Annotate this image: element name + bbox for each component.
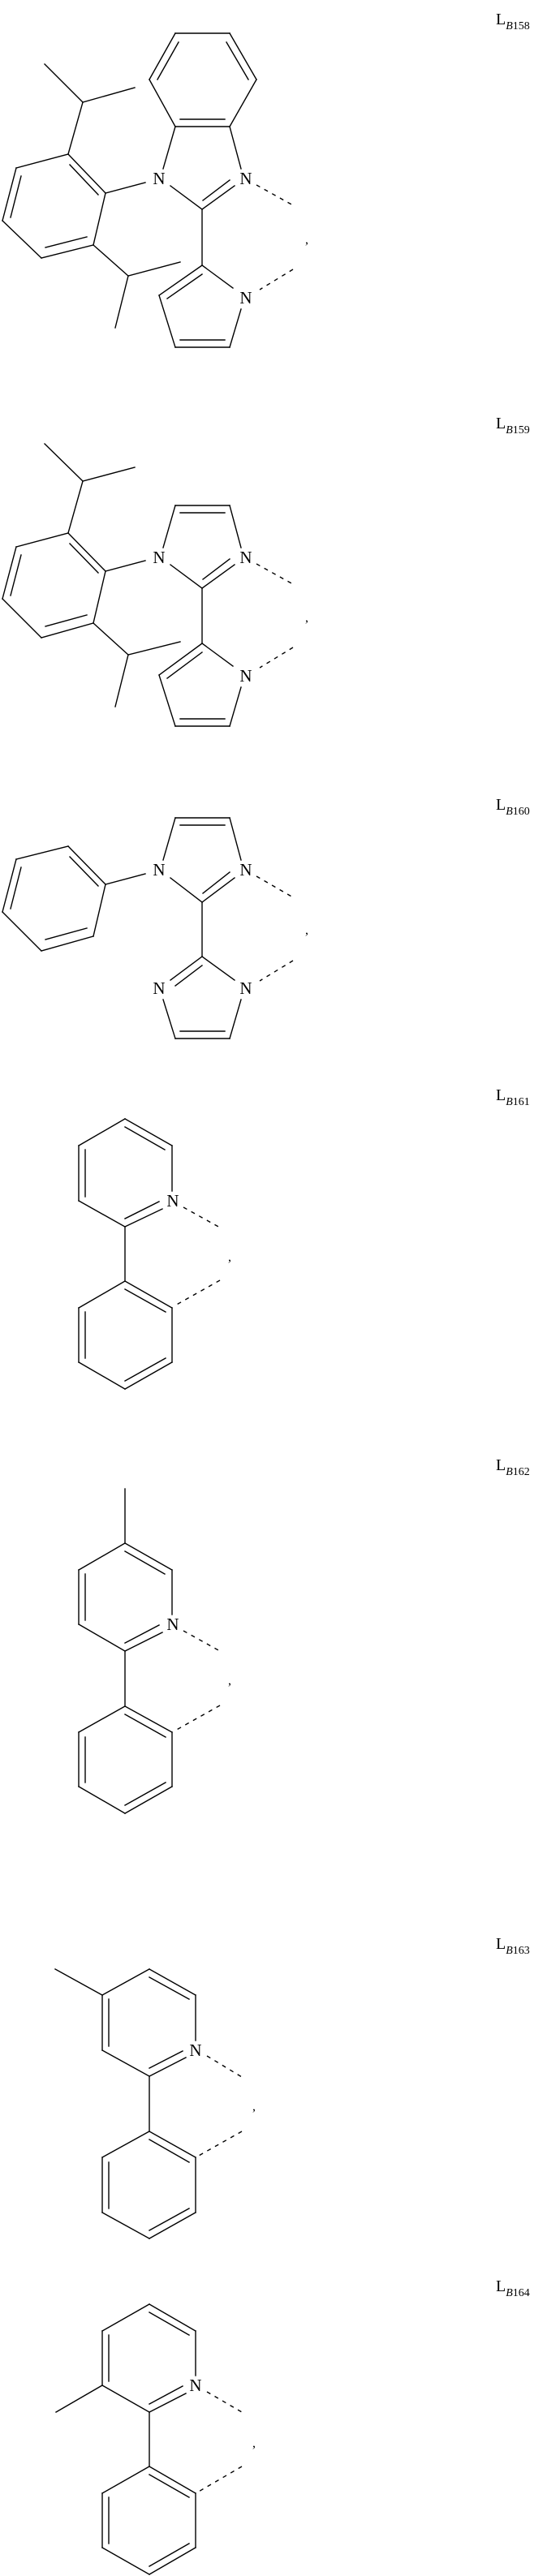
atom-n1: N xyxy=(153,169,165,188)
atom-n-left: N xyxy=(153,978,165,998)
label-subscript: B158 xyxy=(506,20,530,32)
atom-n1: N xyxy=(153,548,165,567)
ligand-label-LB164: LB164 xyxy=(496,2277,530,2299)
ligand-label-LB161: LB161 xyxy=(496,1086,530,1108)
label-subscript: B159 xyxy=(506,424,530,437)
separator-comma: , xyxy=(252,2436,256,2450)
atom-n: N xyxy=(166,1615,179,1634)
structure-LB159: N N N , xyxy=(2,443,308,727)
label-main: L xyxy=(496,2277,506,2295)
separator-comma: , xyxy=(305,233,308,247)
label-main: L xyxy=(496,1935,506,1953)
separator-comma: , xyxy=(305,611,308,625)
label-main: L xyxy=(496,11,506,28)
atom-n: N xyxy=(189,2376,201,2395)
separator-comma: , xyxy=(305,923,308,937)
label-main: L xyxy=(496,415,506,432)
label-subscript: B162 xyxy=(506,1466,530,1478)
label-main: L xyxy=(496,1456,506,1474)
separator-comma: , xyxy=(228,1674,231,1688)
ligand-label-LB158: LB158 xyxy=(496,11,530,32)
ligand-label-LB160: LB160 xyxy=(496,796,530,818)
atom-n3: N xyxy=(239,860,252,879)
atom-n3: N xyxy=(239,548,252,567)
separator-comma: , xyxy=(228,1250,231,1264)
atom-n: N xyxy=(189,2041,201,2060)
label-subscript: B163 xyxy=(506,1945,530,1957)
atom-n: N xyxy=(166,1191,179,1211)
separator-comma: , xyxy=(252,2100,256,2114)
atom-n3: N xyxy=(239,169,252,188)
ligand-label-LB163: LB163 xyxy=(496,1935,530,1957)
atom-n-pyrrole: N xyxy=(239,288,252,307)
structure-LB162: N , xyxy=(78,1488,231,1814)
atom-n-right: N xyxy=(239,978,252,998)
label-main: L xyxy=(496,796,506,814)
label-main: L xyxy=(496,1086,506,1104)
label-subscript: B161 xyxy=(506,1096,530,1108)
structure-LB164: N , xyxy=(55,2303,256,2575)
atom-n1: N xyxy=(153,860,165,879)
ligand-label-LB159: LB159 xyxy=(496,415,530,437)
structure-LB160: N N N N , xyxy=(2,817,308,1039)
structure-LB158: N N N , xyxy=(2,32,308,348)
label-subscript: B164 xyxy=(506,2287,530,2299)
structure-LB161: N , xyxy=(78,1118,231,1390)
structure-LB163: N , xyxy=(54,1968,256,2239)
ligand-label-LB162: LB162 xyxy=(496,1456,530,1478)
atom-n-pyrrole: N xyxy=(239,666,252,686)
label-subscript: B160 xyxy=(506,806,530,818)
